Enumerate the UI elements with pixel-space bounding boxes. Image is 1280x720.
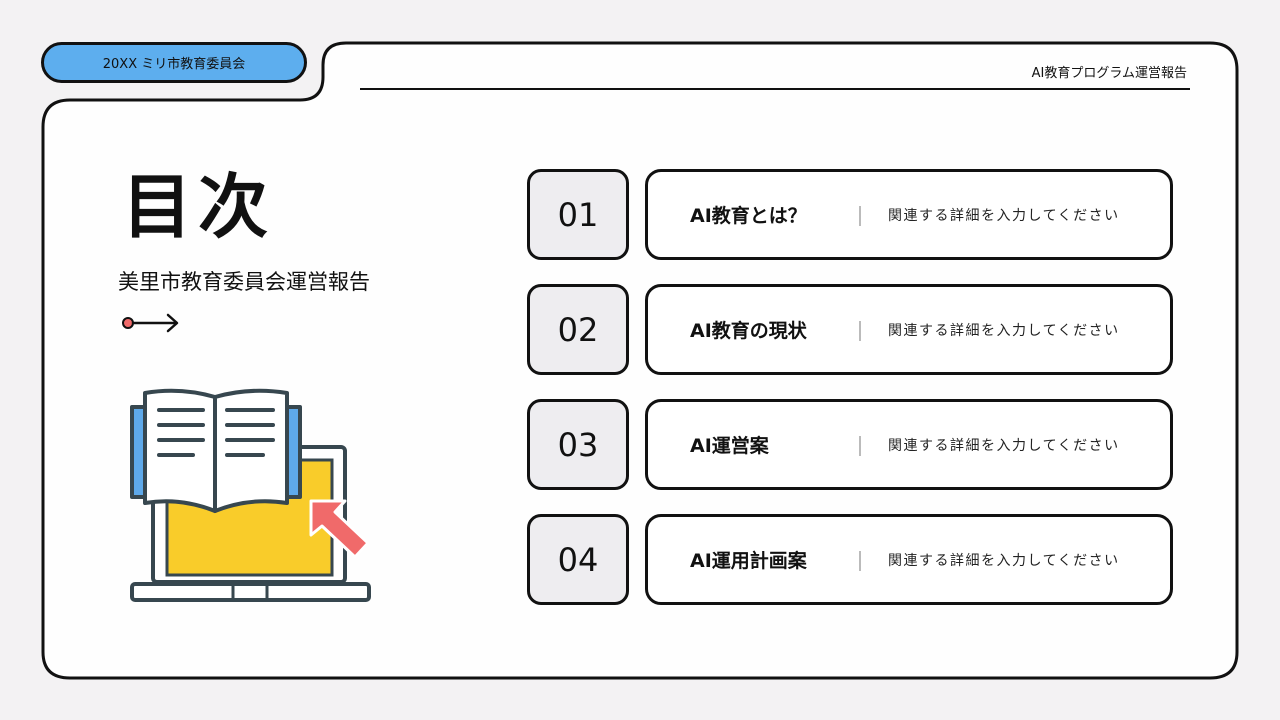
item-divider <box>859 436 861 456</box>
title-underline <box>360 88 1190 90</box>
book-laptop-illustration <box>130 388 371 602</box>
item-title: AI運用計画案 <box>690 550 807 572</box>
toc-item-01[interactable]: AI教育とは？ 関連する詳細を入力してください <box>645 169 1173 260</box>
item-number-01: 01 <box>527 169 629 260</box>
arrow-right-icon <box>122 313 179 333</box>
toc-item-04[interactable]: AI運用計画案 関連する詳細を入力してください <box>645 514 1173 605</box>
item-description: 関連する詳細を入力してください <box>888 207 1120 224</box>
item-title: AI教育とは？ <box>690 205 807 227</box>
item-title: AI運営案 <box>690 435 769 457</box>
item-divider <box>859 321 861 341</box>
report-title: AI教育プログラム運営報告 <box>1031 66 1187 81</box>
item-number-02: 02 <box>527 284 629 375</box>
item-description: 関連する詳細を入力してください <box>888 437 1120 454</box>
item-description: 関連する詳細を入力してください <box>888 322 1120 339</box>
item-number-03: 03 <box>527 399 629 490</box>
organization-badge: 20XX ミリ市教育委員会 <box>41 42 307 83</box>
item-number-04: 04 <box>527 514 629 605</box>
toc-subtitle: 美里市教育委員会運営報告 <box>118 270 370 294</box>
toc-heading: 目次 <box>122 166 274 248</box>
item-divider <box>859 206 861 226</box>
item-description: 関連する詳細を入力してください <box>888 552 1120 569</box>
item-divider <box>859 551 861 571</box>
item-title: AI教育の現状 <box>690 320 807 342</box>
toc-item-02[interactable]: AI教育の現状 関連する詳細を入力してください <box>645 284 1173 375</box>
toc-item-03[interactable]: AI運営案 関連する詳細を入力してください <box>645 399 1173 490</box>
